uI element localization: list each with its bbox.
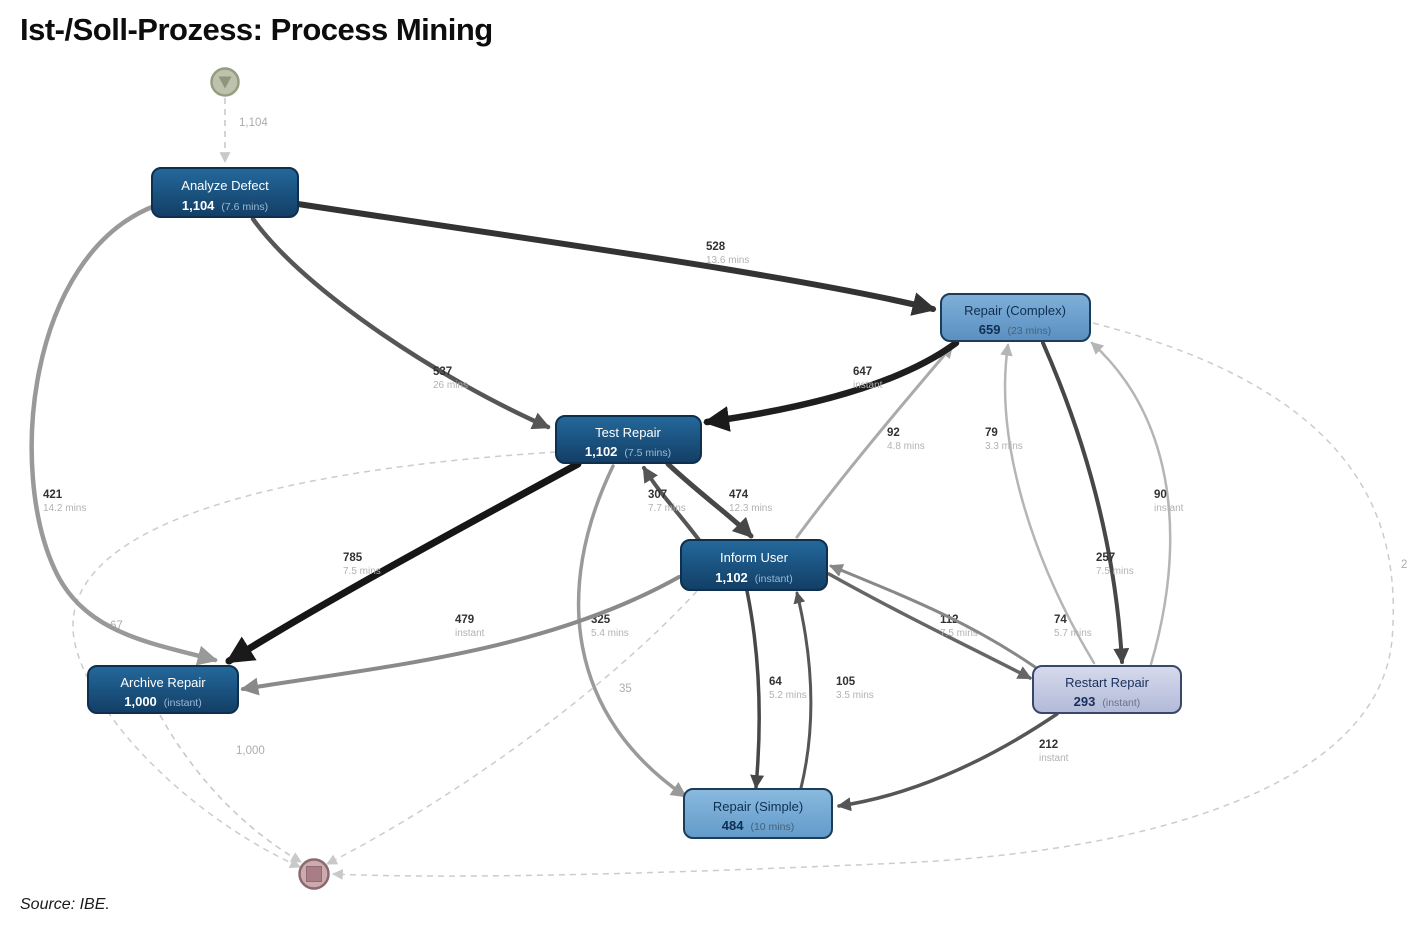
edge-test-to-archive: 785 7.5 mins	[225, 460, 582, 665]
page-title: Ist-/Soll-Prozess: Process Mining	[20, 12, 493, 47]
svg-text:528: 528	[706, 241, 726, 253]
svg-text:92: 92	[887, 427, 900, 439]
svg-text:4.8 mins: 4.8 mins	[887, 441, 925, 452]
svg-text:instant: instant	[1154, 503, 1184, 514]
edge-to-end-right: 2	[331, 322, 1407, 880]
edge-restart-to-complex-inner: 79 3.3 mins	[985, 343, 1096, 665]
svg-text:7.5 mins: 7.5 mins	[343, 566, 381, 577]
edge-analyze-to-complex: 528 13.6 mins	[295, 201, 937, 316]
svg-text:1,104(7.6 mins): 1,104(7.6 mins)	[182, 198, 268, 213]
svg-text:Archive Repair: Archive Repair	[120, 675, 206, 690]
svg-text:5.2 mins: 5.2 mins	[769, 690, 807, 701]
svg-text:212: 212	[1039, 739, 1058, 751]
svg-text:35: 35	[619, 683, 632, 695]
svg-text:1,102(7.5 mins): 1,102(7.5 mins)	[585, 444, 671, 459]
svg-text:Restart Repair: Restart Repair	[1065, 675, 1149, 690]
svg-text:64: 64	[769, 676, 782, 688]
edge-start-to-analyze: 1,104	[219, 98, 268, 164]
node-restart-repair[interactable]: Restart Repair 293(instant)	[1032, 665, 1182, 714]
svg-text:3.3 mins: 3.3 mins	[985, 441, 1023, 452]
svg-text:90: 90	[1154, 489, 1167, 501]
node-repair-complex[interactable]: Repair (Complex) 659(23 mins)	[940, 293, 1091, 342]
svg-text:474: 474	[729, 489, 749, 501]
svg-text:5.7 mins: 5.7 mins	[1054, 628, 1092, 639]
edge-inform-to-archive: 479 instant	[240, 575, 681, 696]
node-inform-user[interactable]: Inform User 1,102(instant)	[680, 539, 828, 591]
edge-test-to-inform: 474 12.3 mins	[665, 461, 772, 539]
edge-inform-to-complex: 92 4.8 mins	[795, 344, 954, 539]
svg-text:instant: instant	[853, 380, 883, 391]
svg-text:3.5 mins: 3.5 mins	[836, 690, 874, 701]
svg-text:2: 2	[1401, 559, 1407, 571]
svg-text:647: 647	[853, 366, 872, 378]
svg-text:785: 785	[343, 552, 363, 564]
svg-text:479: 479	[455, 614, 474, 626]
svg-text:26 mins: 26 mins	[433, 380, 468, 391]
node-repair-simple[interactable]: Repair (Simple) 484(10 mins)	[683, 788, 833, 839]
svg-text:5.4 mins: 5.4 mins	[591, 628, 629, 639]
svg-text:257: 257	[1096, 552, 1115, 564]
start-node[interactable]	[210, 67, 240, 97]
edge-analyze-to-test: 537 26 mins	[250, 216, 551, 430]
edge-complex-to-test: 647 instant	[703, 339, 960, 432]
svg-text:14.2 mins: 14.2 mins	[43, 503, 86, 514]
edge-complex-to-restart: 257 7.5 mins	[1041, 341, 1134, 665]
edge-restart-to-simple: 212 instant	[836, 712, 1069, 812]
node-test-repair[interactable]: Test Repair 1,102(7.5 mins)	[555, 415, 702, 464]
edge-inform-to-restart: 112 7.5 mins	[827, 572, 1032, 680]
svg-text:7.5 mins: 7.5 mins	[940, 628, 978, 639]
svg-text:659(23 mins): 659(23 mins)	[979, 322, 1051, 337]
svg-text:1,000: 1,000	[236, 745, 265, 757]
svg-text:12.3 mins: 12.3 mins	[729, 503, 772, 514]
svg-text:Test Repair: Test Repair	[595, 425, 661, 440]
edge-restart-to-inform: 74 5.7 mins	[829, 564, 1092, 669]
svg-text:instant: instant	[1039, 753, 1069, 764]
source-note: Source: IBE.	[20, 896, 110, 913]
svg-text:13.6 mins: 13.6 mins	[706, 255, 749, 266]
svg-text:537: 537	[433, 366, 452, 378]
svg-text:105: 105	[836, 676, 856, 688]
node-analyze-defect[interactable]: Analyze Defect 1,104(7.6 mins)	[151, 167, 299, 218]
node-archive-repair[interactable]: Archive Repair 1,000(instant)	[87, 665, 239, 714]
svg-text:1,000(instant): 1,000(instant)	[124, 694, 201, 709]
edge-inform-to-simple: 64 5.2 mins	[745, 589, 807, 790]
svg-text:112: 112	[940, 614, 959, 626]
edge-test-to-simple: 325 5.4 mins	[576, 464, 687, 798]
svg-text:Inform User: Inform User	[720, 550, 789, 565]
svg-text:293(instant): 293(instant)	[1074, 694, 1141, 709]
edge-analyze-to-archive: 421 14.2 mins	[29, 204, 218, 666]
svg-text:Repair (Complex): Repair (Complex)	[964, 303, 1066, 318]
svg-text:1,102(instant): 1,102(instant)	[715, 570, 792, 585]
svg-text:Repair (Simple): Repair (Simple)	[713, 799, 803, 814]
svg-text:79: 79	[985, 427, 998, 439]
svg-text:1,104: 1,104	[239, 117, 268, 129]
svg-text:74: 74	[1054, 614, 1067, 626]
svg-text:421: 421	[43, 489, 63, 501]
svg-text:7.7 mins: 7.7 mins	[648, 503, 686, 514]
edge-inform-to-test: 307 7.7 mins	[642, 465, 701, 542]
edge-archive-to-end: 1,000	[159, 714, 302, 863]
svg-text:Analyze Defect: Analyze Defect	[181, 178, 269, 193]
svg-text:instant: instant	[455, 628, 485, 639]
end-node[interactable]	[298, 858, 330, 890]
edge-to-end-mid: 35	[326, 590, 698, 865]
svg-text:484(10 mins): 484(10 mins)	[722, 818, 794, 833]
svg-text:307: 307	[648, 489, 667, 501]
edge-restart-to-complex-outer: 90 instant	[1090, 341, 1184, 666]
edge-simple-to-inform: 105 3.5 mins	[793, 591, 874, 790]
svg-text:7.5 mins: 7.5 mins	[1096, 566, 1134, 577]
stop-square-icon	[306, 866, 322, 882]
play-triangle-icon	[218, 76, 232, 89]
